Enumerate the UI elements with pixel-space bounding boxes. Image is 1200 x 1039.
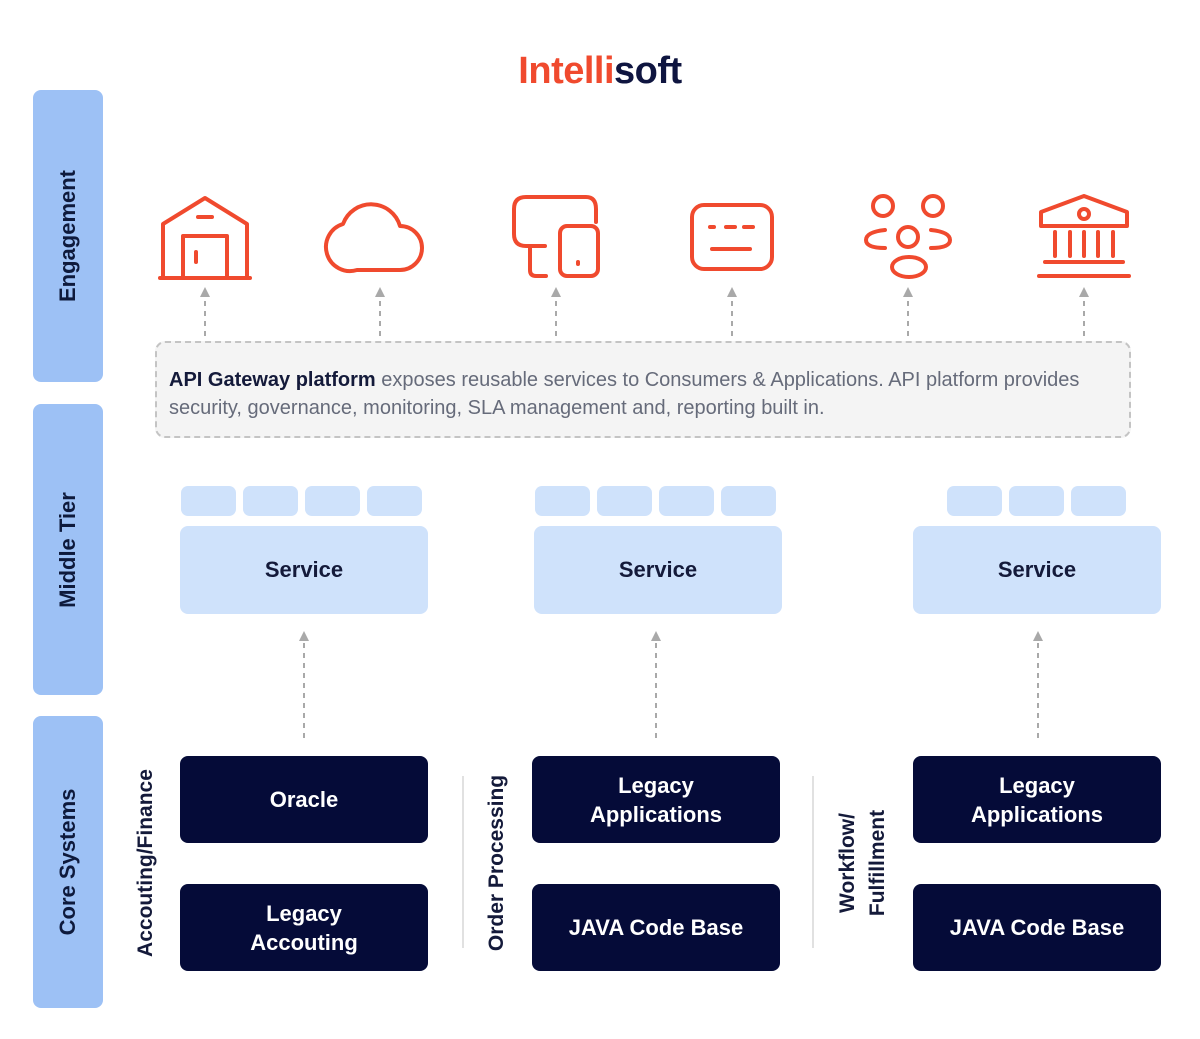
group-divider — [812, 776, 814, 948]
gateway-arrows — [200, 287, 1089, 336]
api-endpoint-tab — [1009, 486, 1064, 516]
api-endpoint-tab — [305, 486, 360, 516]
api-endpoint-tab — [659, 486, 714, 516]
tier-middle: Middle Tier — [33, 404, 103, 695]
api-gateway-description: exposes reusable services to Consumers &… — [169, 369, 1080, 419]
api-endpoint-tab — [947, 486, 1002, 516]
bank-icon — [1037, 194, 1131, 278]
service-box: Service — [180, 526, 428, 614]
api-endpoint-tab — [367, 486, 422, 516]
community-icon — [864, 194, 952, 279]
tier-core: Core Systems — [33, 716, 103, 1008]
service-box: Service — [913, 526, 1161, 614]
group-label-order-processing: Order Processing — [485, 774, 508, 952]
api-endpoint-tab — [181, 486, 236, 516]
core-system-box: Legacy Applications — [913, 756, 1161, 843]
api-endpoint-tab — [535, 486, 590, 516]
core-system-box: Legacy Applications — [532, 756, 780, 843]
api-endpoint-tab — [243, 486, 298, 516]
api-gateway-box: API Gateway platform exposes reusable se… — [155, 341, 1131, 438]
tier-engagement: Engagement — [33, 90, 103, 382]
group-label-accounting: Accouting/Finance — [134, 769, 157, 957]
api-endpoint-tab — [721, 486, 776, 516]
logo: Intellisoft — [518, 50, 682, 92]
core-system-box: Oracle — [180, 756, 428, 843]
api-endpoint-tab — [1071, 486, 1126, 516]
core-system-box: Legacy Accouting — [180, 884, 428, 971]
cloud-icon — [323, 202, 424, 274]
devices-icon — [512, 195, 600, 278]
core-system-box: JAVA Code Base — [913, 884, 1161, 971]
group-divider — [462, 776, 464, 948]
api-gateway-title: API Gateway platform — [169, 369, 376, 391]
service-box: Service — [534, 526, 782, 614]
group-label-workflow: Workflow/ Fulfillment — [836, 809, 889, 917]
api-endpoint-tab — [597, 486, 652, 516]
chat-icon — [690, 203, 774, 271]
core-arrows — [299, 631, 1043, 738]
core-system-box: JAVA Code Base — [532, 884, 780, 971]
warehouse-icon — [158, 196, 252, 280]
